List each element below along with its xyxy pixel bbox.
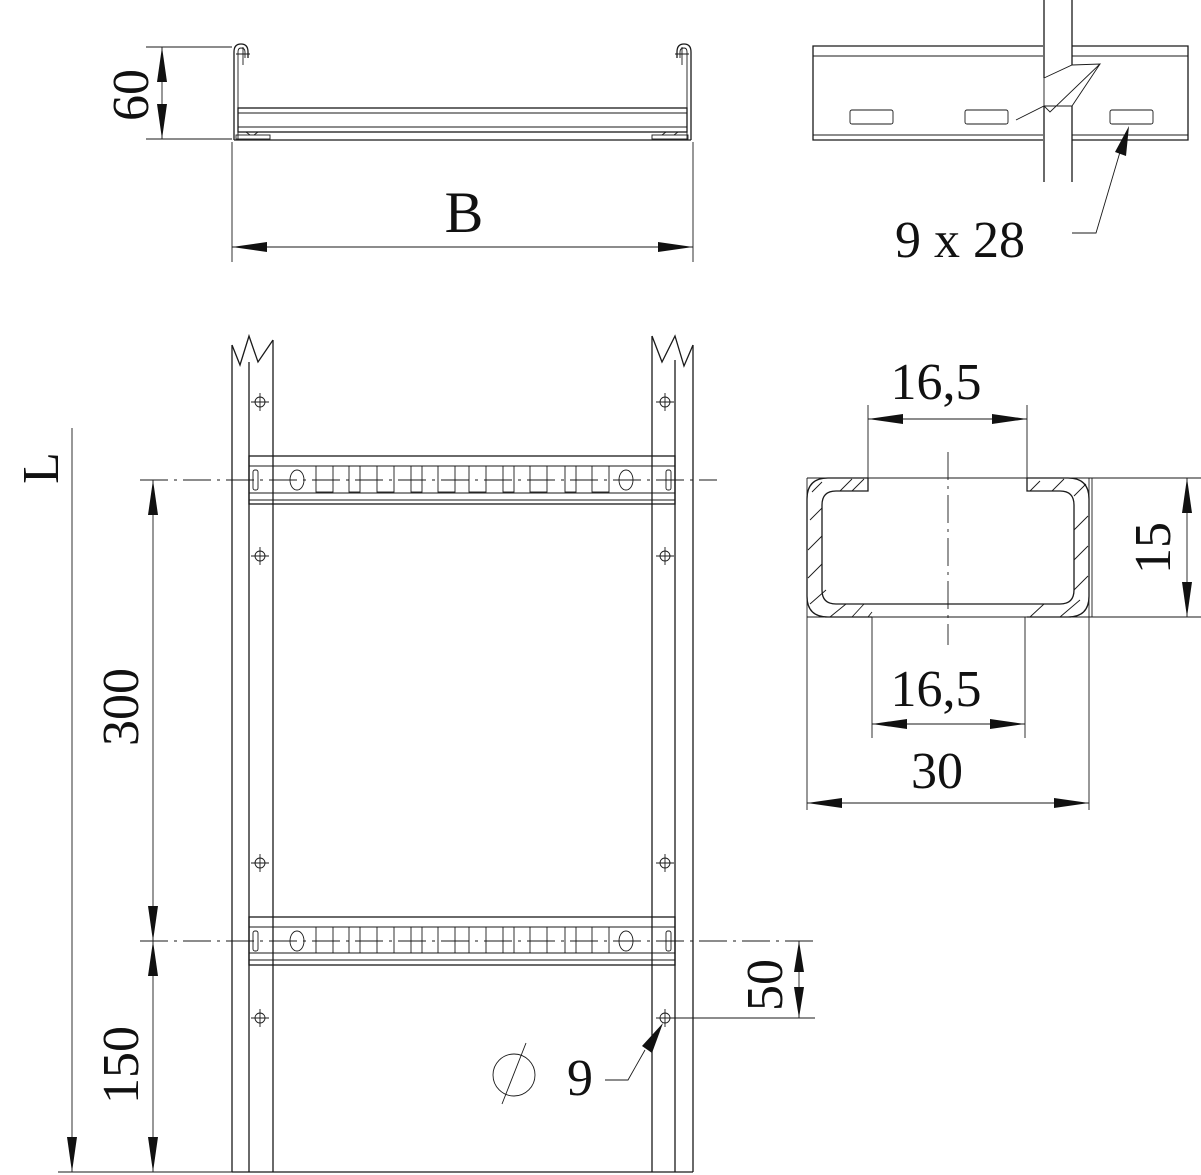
height-15-label: 15 [1125, 522, 1182, 574]
hole-diameter-label: 9 [567, 1050, 593, 1107]
dimension-50-label: 50 [737, 959, 794, 1011]
dimension-300: 300 [93, 480, 158, 941]
dimension-60-label: 60 [103, 69, 160, 121]
upper-rung [140, 455, 717, 505]
dimension-150-label: 150 [93, 1026, 150, 1104]
mounting-holes [251, 393, 674, 1027]
dimension-60: 60 [103, 46, 232, 140]
front-section-view [233, 43, 692, 141]
hole-diameter-annotation: 9 [492, 1023, 663, 1107]
lower-rung [140, 916, 815, 966]
top-opening-label: 16,5 [891, 354, 982, 411]
width-30-label: 30 [911, 743, 963, 800]
slot-size-label: 9 x 28 [895, 212, 1025, 269]
dimension-50: 50 [672, 941, 815, 1019]
dimension-150: 150 [93, 941, 158, 1172]
side-rail-view: 9 x 28 [812, 0, 1189, 269]
plan-view: L 300 150 50 9 [13, 333, 815, 1173]
dimension-300-label: 300 [93, 668, 150, 746]
bottom-opening-label: 16,5 [891, 661, 982, 718]
dimension-b-label: B [445, 180, 484, 245]
dimension-l: L [13, 428, 232, 1173]
section-hatching [807, 478, 1089, 618]
rung-cross-section: 16,5 16,5 30 15 [806, 354, 1201, 810]
dimension-b: B [231, 142, 694, 262]
dimension-l-label: L [13, 452, 70, 484]
